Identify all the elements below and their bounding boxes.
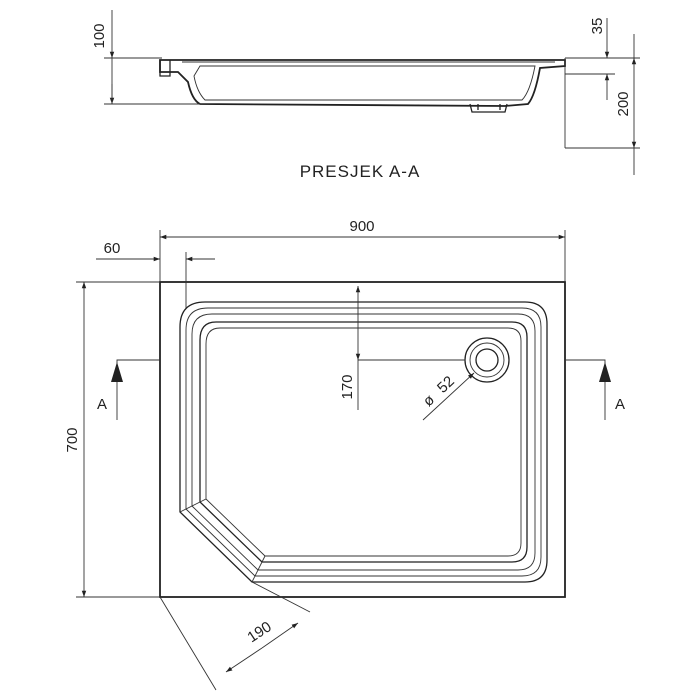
dim-label-52: 52 — [434, 373, 458, 397]
section-left-rim — [159, 60, 171, 77]
section-marker-left-label: A — [97, 396, 107, 413]
plan-view: ø 52 900 60 170 700 A A — [64, 218, 625, 691]
drain-ring — [469, 342, 505, 378]
section-marker-right-line — [565, 359, 606, 420]
section-marker-left-line — [116, 359, 160, 420]
section-title: PRESJEK A-A — [300, 162, 421, 181]
section-marker-left-arrow — [111, 362, 123, 382]
basin-outline-1 — [179, 301, 548, 583]
basin-outline-5 — [205, 327, 522, 557]
corner-dim-line-b — [261, 622, 299, 649]
tray-outline — [159, 281, 566, 598]
dim-label-700: 700 — [64, 427, 81, 452]
corner-ext-2 — [251, 581, 311, 613]
chamfer-tick-bottom — [251, 555, 266, 583]
dim-label-diameter-symbol: ø — [420, 391, 438, 410]
section-view: 100 35 200 PRESJEK A-A — [91, 10, 640, 181]
corner-dim-line-a — [225, 647, 263, 673]
basin-outline-3 — [191, 313, 536, 571]
chamfer-tick-top — [179, 498, 207, 513]
dim-label-60: 60 — [104, 240, 121, 257]
section-profile-inner — [182, 61, 555, 101]
dim-label-100: 100 — [91, 23, 108, 48]
corner-ext-1 — [159, 596, 217, 691]
drain-inner — [475, 348, 499, 372]
section-marker-right-arrow — [599, 362, 611, 382]
dim-label-35: 35 — [589, 18, 606, 35]
section-drain — [469, 103, 508, 113]
basin-outline-4 — [199, 321, 528, 563]
basin-outline-2 — [185, 307, 542, 577]
section-profile-outer — [159, 59, 566, 107]
dim-label-900: 900 — [349, 218, 374, 235]
dim-label-170: 170 — [339, 374, 356, 399]
dim-label-200: 200 — [615, 91, 632, 116]
section-marker-right-label: A — [615, 396, 625, 413]
drain-leader — [422, 372, 475, 421]
